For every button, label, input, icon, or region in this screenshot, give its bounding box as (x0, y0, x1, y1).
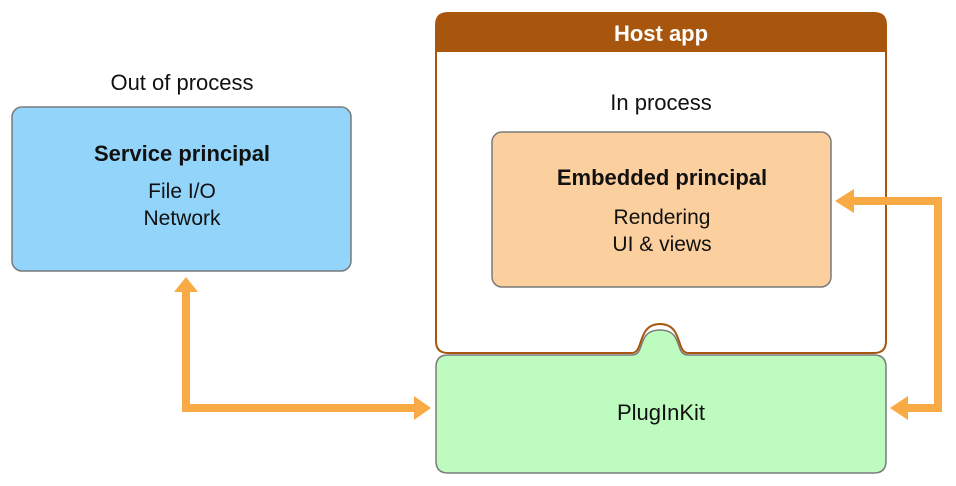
arrowhead-left-icon (890, 396, 908, 420)
embedded-principal-box (491, 131, 832, 288)
service-detail-network: Network (143, 207, 221, 230)
host-app-title: Host app (613, 21, 709, 46)
service-pluginkit-arrow (174, 277, 431, 420)
embedded-principal-title: Embedded principal (556, 165, 768, 190)
out-of-process-label: Out of process (110, 70, 254, 95)
embedded-principal-details: Rendering UI & views (492, 204, 832, 258)
service-detail-file-io: File I/O (148, 180, 216, 203)
pluginkit-box (435, 329, 887, 474)
service-principal-title: Service principal (93, 141, 271, 166)
pluginkit-label: PlugInKit (616, 400, 706, 425)
host-app-header (436, 13, 886, 52)
in-process-label: In process (610, 90, 712, 115)
service-principal-box (11, 106, 352, 272)
embedded-detail-rendering: Rendering (613, 206, 711, 229)
arrowhead-up-icon (174, 277, 198, 292)
arrowhead-right-icon (414, 396, 431, 420)
arrowhead-left-icon (835, 189, 854, 213)
service-principal-details: File I/O Network (12, 178, 352, 232)
embedded-detail-ui-views: UI & views (612, 233, 712, 256)
pluginkit-embedded-arrow (835, 189, 942, 420)
